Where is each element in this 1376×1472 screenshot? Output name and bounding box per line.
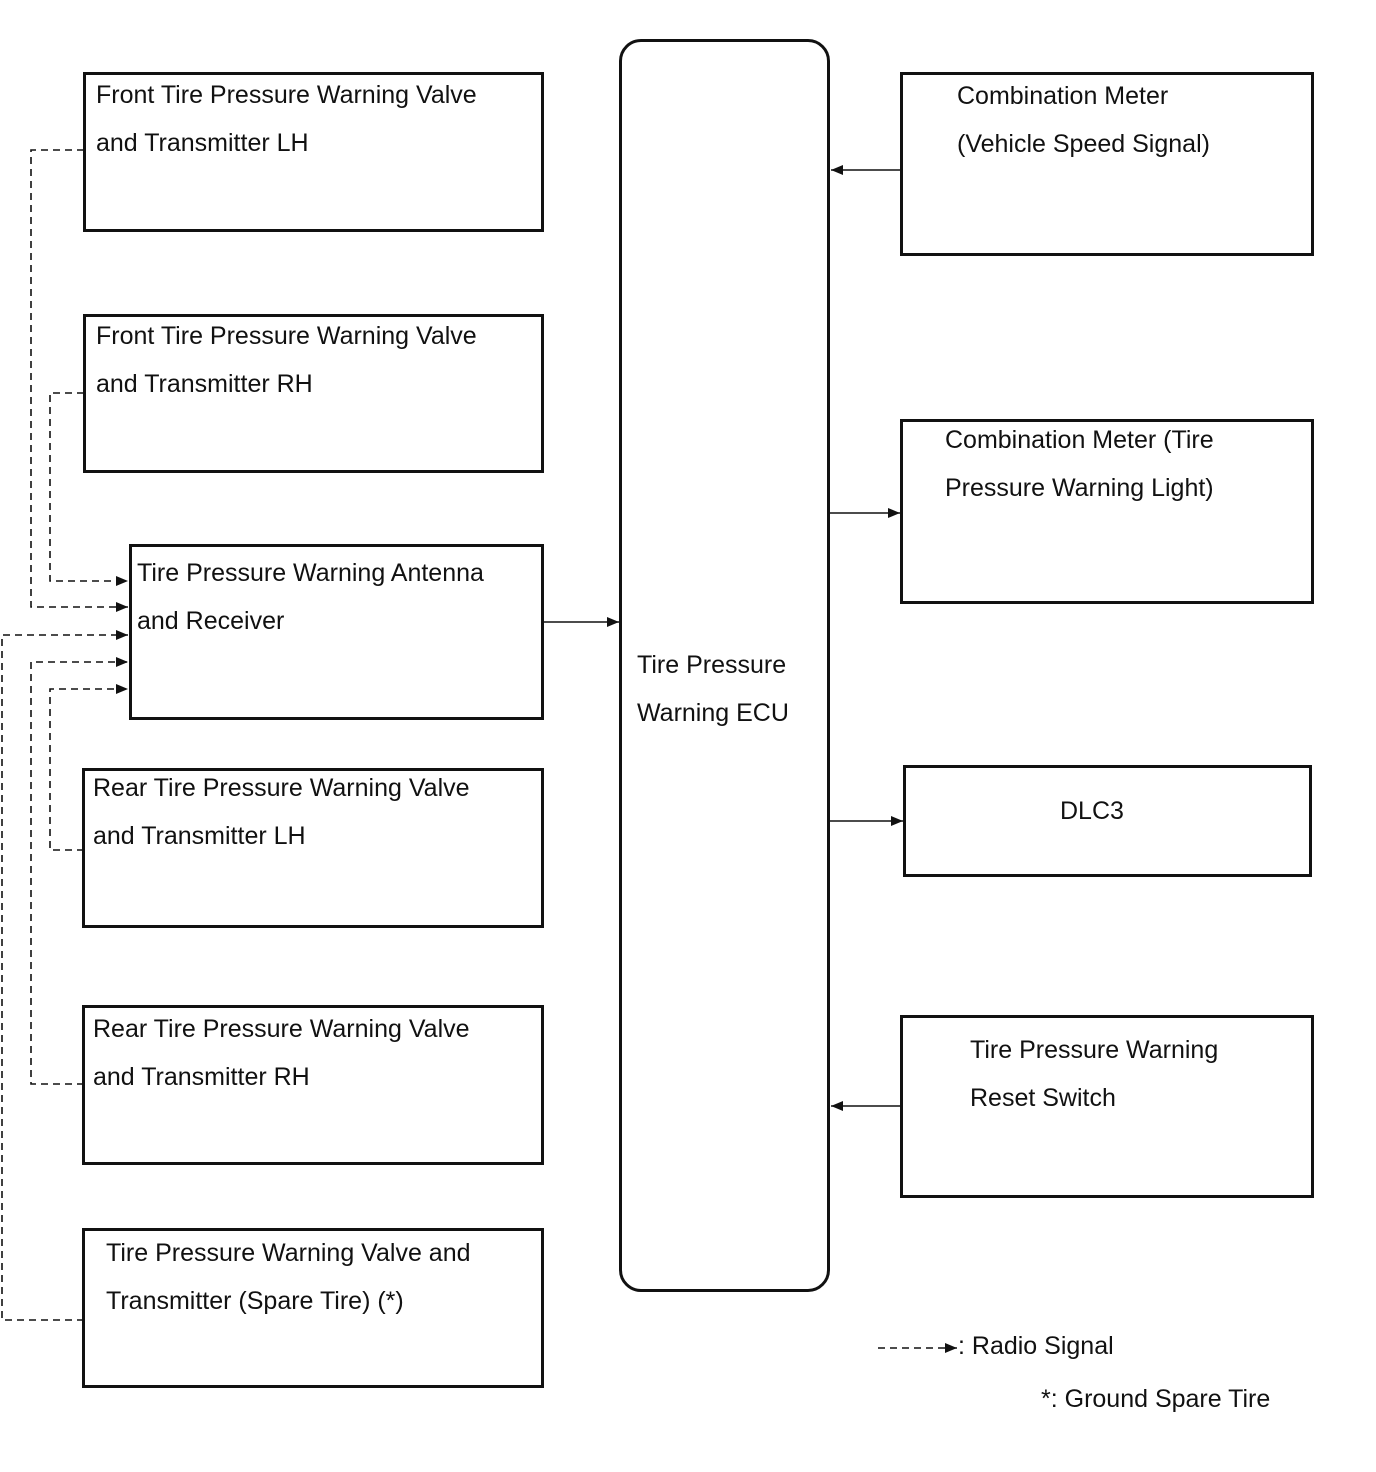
rear-rh-label-line1: Rear Tire Pressure Warning Valve <box>93 1015 470 1043</box>
ecu-label-line1: Tire Pressure <box>637 651 787 679</box>
dlc3-label: DLC3 <box>1060 797 1124 825</box>
combination-meter-speed-box <box>900 72 1314 256</box>
radio-line-rear-rh <box>30 657 128 1085</box>
spare-label-line1: Tire Pressure Warning Valve and <box>106 1239 471 1267</box>
antenna-label-line2: and Receiver <box>137 607 285 635</box>
antenna-label-line1: Tire Pressure Warning Antenna <box>137 559 484 587</box>
legend-radio-signal: : Radio Signal <box>958 1332 1114 1360</box>
rear-lh-label-line2: and Transmitter LH <box>93 822 306 850</box>
front-lh-label-line2: and Transmitter LH <box>96 129 309 157</box>
tire-pressure-warning-ecu <box>619 39 830 1292</box>
rear-rh-label-line2: and Transmitter RH <box>93 1063 310 1091</box>
front-lh-label-line1: Front Tire Pressure Warning Valve <box>96 81 477 109</box>
rear-rh-transmitter-box <box>82 1005 544 1165</box>
combination-meter-warning-light-box <box>900 419 1314 604</box>
front-lh-transmitter-box <box>83 72 544 232</box>
warning-light-label-line2: Pressure Warning Light) <box>945 474 1214 502</box>
ecu-label-line2: Warning ECU <box>637 699 789 727</box>
rear-lh-transmitter-box <box>82 768 544 928</box>
antenna-receiver-box <box>129 544 544 720</box>
reset-label-line1: Tire Pressure Warning <box>970 1036 1219 1064</box>
speed-label-line2: (Vehicle Speed Signal) <box>957 130 1210 158</box>
speed-label-line1: Combination Meter <box>957 82 1169 110</box>
warning-light-label-line1: Combination Meter (Tire <box>945 426 1214 454</box>
radio-line-spare <box>1 630 128 1321</box>
front-rh-label-line2: and Transmitter RH <box>96 370 313 398</box>
spare-transmitter-box <box>82 1228 544 1388</box>
legend-ground-spare-tire: *: Ground Spare Tire <box>1041 1385 1271 1413</box>
radio-line-rear-lh <box>49 684 128 851</box>
reset-switch-box <box>900 1015 1314 1198</box>
dlc3-box <box>903 765 1312 877</box>
front-rh-label-line1: Front Tire Pressure Warning Valve <box>96 322 477 350</box>
radio-line-front-lh <box>30 149 128 612</box>
radio-line-front-rh <box>49 392 128 586</box>
spare-label-line2: Transmitter (Spare Tire) (*) <box>106 1287 404 1315</box>
front-rh-transmitter-box <box>83 314 544 473</box>
rear-lh-label-line1: Rear Tire Pressure Warning Valve <box>93 774 470 802</box>
reset-label-line2: Reset Switch <box>970 1084 1116 1112</box>
